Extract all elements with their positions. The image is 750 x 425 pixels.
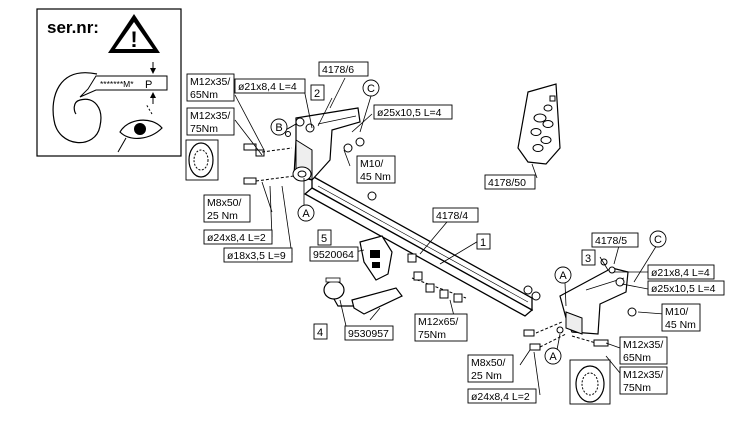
ref-4178-50: 4178/50 xyxy=(488,177,526,189)
label-texts: M12x35/ 65Nm M12x35/ 75Nm ø21x8,4 L=4 41… xyxy=(190,64,716,403)
main-crossbeam xyxy=(303,174,534,317)
serial-code: *******M* xyxy=(100,79,134,89)
point-b: B xyxy=(275,122,282,134)
m12x35-75-tl-line2: 75Nm xyxy=(190,123,218,135)
m10-r-line1: M10/ xyxy=(665,306,688,318)
washer-24-tl: ø24x8,4 L=2 xyxy=(207,232,266,244)
reference-circles xyxy=(270,79,667,365)
middle-bolts xyxy=(407,253,541,303)
inset-title: ser.nr: xyxy=(47,18,99,37)
m8x50-tl-line2: 25 Nm xyxy=(207,210,238,222)
right-washer xyxy=(569,359,611,405)
washer-25-r: ø25x10,5 L=4 xyxy=(651,283,716,295)
m12x35-75-tl-line1: M12x35/ xyxy=(190,110,230,122)
serial-letter: P xyxy=(145,79,152,91)
serial-number-inset: ser.nr: ! *******M* P xyxy=(36,8,182,157)
m12x35-65-r-line2: 65Nm xyxy=(623,352,651,364)
m8x50-b-line1: M8x50/ xyxy=(471,357,506,369)
leader-lines xyxy=(234,77,665,396)
m10-tl-line1: M10/ xyxy=(360,158,383,170)
label-boxes xyxy=(186,61,725,404)
point-c-right: C xyxy=(654,234,662,246)
electrical-plate xyxy=(517,83,561,165)
item-number-1: 1 xyxy=(480,237,486,249)
reference-letters: A A A B C C xyxy=(275,83,662,363)
m12x35-75-r-line1: M12x35/ xyxy=(623,369,663,381)
washer-21-r: ø21x8,4 L=4 xyxy=(651,267,710,279)
m12x35-65-tl-line2: 65Nm xyxy=(190,89,218,101)
m12x65-line2: 75Nm xyxy=(418,329,446,341)
item-numbers: 2 1 3 4 5 xyxy=(314,88,591,339)
point-a-left: A xyxy=(302,208,310,220)
ref-4178-4: 4178/4 xyxy=(436,210,468,222)
m8x50-tl-line1: M8x50/ xyxy=(207,197,242,209)
serial-plate: *******M* P xyxy=(79,62,168,104)
point-c-left: C xyxy=(367,83,375,95)
m10-r-line2: 45 Nm xyxy=(665,319,696,331)
warning-glyph: ! xyxy=(130,27,137,52)
eye-icon xyxy=(117,103,163,153)
m10-tl-line2: 45 Nm xyxy=(360,171,391,183)
ref-4178-6: 4178/6 xyxy=(322,64,354,76)
washer-25-tl: ø25x10,5 L=4 xyxy=(377,107,442,119)
towbar-outline xyxy=(52,72,102,144)
item-number-3: 3 xyxy=(585,253,591,265)
washer-18: ø18x3,5 L=9 xyxy=(227,250,286,262)
item-number-4: 4 xyxy=(317,327,323,339)
tow-ball xyxy=(323,277,403,315)
washer-24-b: ø24x8,4 L=2 xyxy=(471,391,530,403)
ref-4178-5: 4178/5 xyxy=(595,235,627,247)
point-a-right: A xyxy=(559,270,567,282)
right-side-bracket xyxy=(559,267,629,335)
m8x50-b-line2: 25 Nm xyxy=(471,370,502,382)
left-washer xyxy=(185,139,219,181)
m12x35-75-r-line2: 75Nm xyxy=(623,382,651,394)
m12x35-65-tl-line1: M12x35/ xyxy=(190,76,230,88)
item-number-2: 2 xyxy=(314,88,320,100)
item-number-boxes xyxy=(310,84,596,340)
warning-triangle-icon: ! xyxy=(108,14,160,53)
m12x65-line1: M12x65/ xyxy=(418,316,458,328)
ref-9520064: 9520064 xyxy=(313,249,354,261)
point-a-bottom: A xyxy=(549,351,557,363)
item-number-5: 5 xyxy=(321,233,327,245)
m12x35-65-r-line1: M12x35/ xyxy=(623,339,663,351)
ref-9530957: 9530957 xyxy=(348,328,389,340)
washer-21-tl: ø21x8,4 L=4 xyxy=(238,81,297,93)
socket-plate xyxy=(359,235,393,281)
